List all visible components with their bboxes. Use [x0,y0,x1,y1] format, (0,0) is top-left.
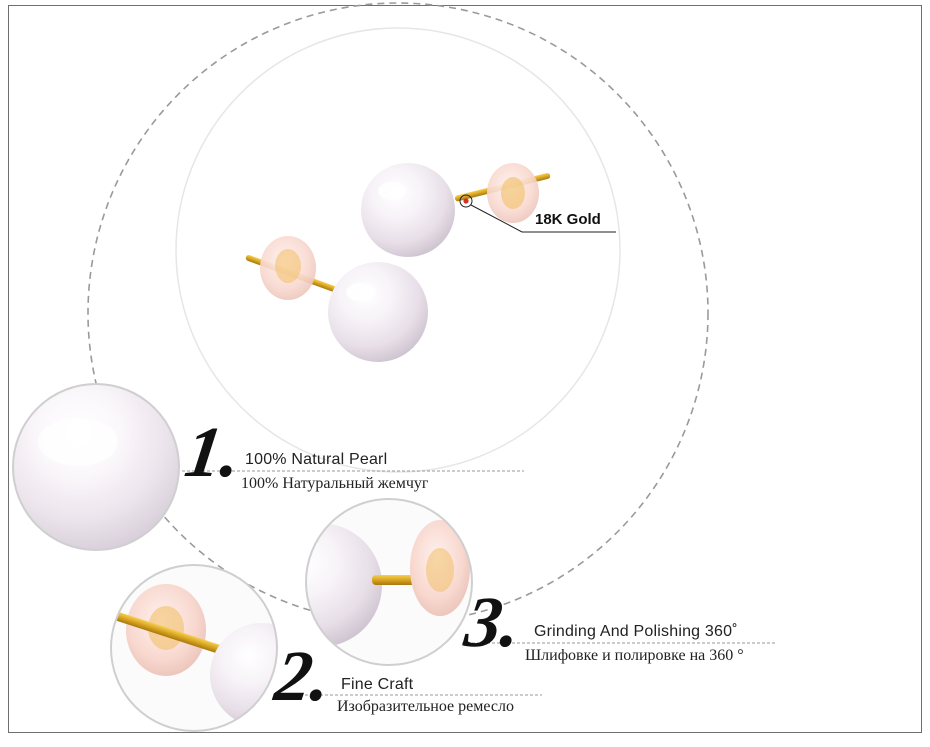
inner-ring [175,27,621,473]
feature-2-title-ru: Изобразительное ремесло [337,698,514,715]
gold-callout-label: 18K Gold [535,211,601,228]
feature-2-number: 2. [270,636,336,716]
gold-callout-marker [459,194,473,208]
feature-1-title-ru: 100% Натуральный жемчуг [241,475,429,492]
feature-2-title-en: Fine Craft [341,676,414,693]
earring-upper [361,163,551,257]
outer-frame [8,5,922,733]
feature-3-title-en: Grinding And Polishing 360˚ [534,623,738,640]
feature-3-number: 3. [460,582,526,662]
feature-1-title-en: 100% Natural Pearl [245,451,388,468]
zoom-circle-polish [305,498,473,666]
earring-lower [245,236,428,362]
feature-3-title-ru: Шлифовке и полировке на 360 ° [525,647,744,664]
zoom-circle-pearl [12,383,180,551]
zoom-circle-craft [110,564,278,732]
gold-callout-line [470,204,616,233]
feature-1-number: 1. [180,412,246,492]
